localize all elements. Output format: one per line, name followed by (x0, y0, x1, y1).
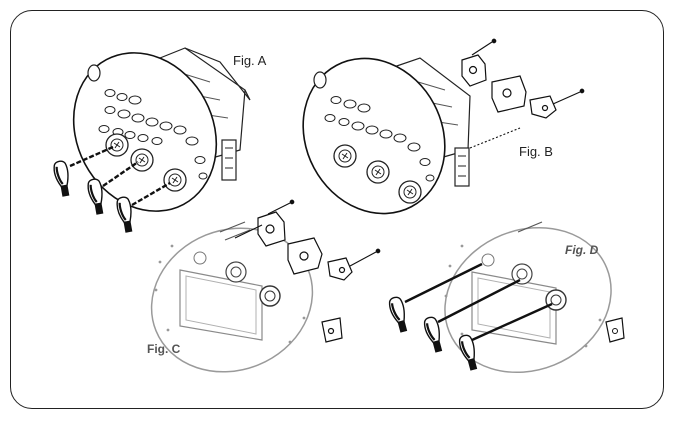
fig-a-shafts (69, 145, 171, 207)
fig-b-label: Fig. B (519, 144, 553, 159)
figure-b (302, 38, 585, 215)
fig-b-screws (469, 38, 585, 149)
figure-c (150, 199, 381, 373)
fig-a-control-plate (72, 52, 218, 212)
fig-d-shafts (404, 262, 553, 342)
fig-c-label: Fig. C (147, 342, 181, 356)
fig-a-label: Fig. A (233, 53, 267, 68)
fig-b-brackets (461, 54, 557, 119)
fig-b-control-plate (302, 57, 446, 215)
fig-d-plate (444, 221, 625, 374)
figure-a (51, 47, 251, 234)
fig-c-screws (234, 199, 381, 267)
fig-c-plate (150, 221, 314, 373)
figure-d (386, 221, 625, 374)
fig-d-label: Fig. D (565, 243, 599, 257)
fig-c-brackets (257, 211, 353, 343)
